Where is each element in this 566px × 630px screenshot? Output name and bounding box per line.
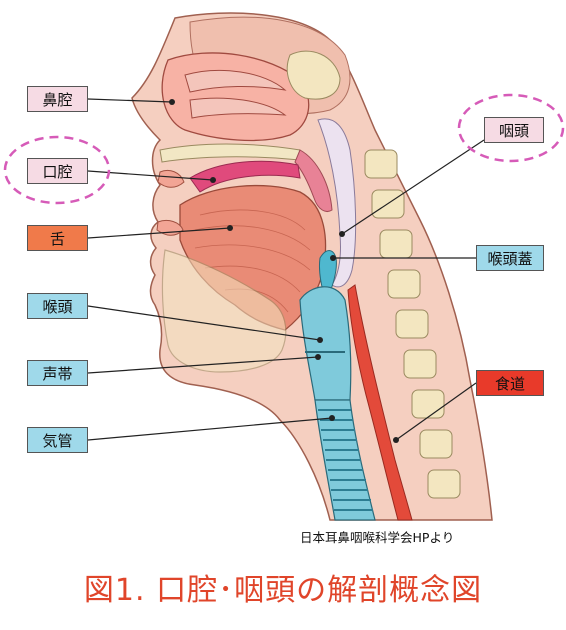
leader-tongue — [87, 227, 231, 239]
mandible — [161, 249, 287, 373]
oral-cavity-highlight — [3, 135, 111, 205]
label-oral-cavity: 口腔 — [27, 158, 88, 184]
larynx-shape — [299, 286, 352, 401]
nasal-turbinate-2 — [189, 97, 287, 119]
pharynx-passage — [317, 118, 357, 288]
pharynx-highlight — [457, 93, 565, 163]
tongue-muscle-fibres — [194, 209, 311, 313]
leader-vocal-cords — [87, 356, 319, 374]
label-vocal-cords: 声帯 — [27, 360, 88, 386]
oral-cavity-shape — [189, 160, 301, 193]
leader-lines — [87, 98, 485, 441]
esophagus-shape — [347, 284, 413, 521]
label-esophagus: 食道 — [476, 370, 544, 396]
label-nasal-cavity: 鼻腔 — [27, 86, 88, 112]
leader-nasal-cavity — [87, 98, 173, 103]
nasal-turbinate-1 — [184, 69, 287, 93]
cervical-spine — [364, 149, 461, 499]
leader-pharynx — [341, 139, 485, 235]
leader-larynx — [87, 305, 321, 341]
figure-caption: 図1. 口腔･咽頭の解剖概念図 — [83, 573, 483, 608]
label-pharynx: 咽頭 — [484, 117, 544, 143]
trachea-rings — [318, 409, 373, 511]
leader-esophagus — [395, 382, 477, 441]
leader-trachea — [87, 417, 333, 441]
label-trachea: 気管 — [27, 427, 88, 453]
label-epiglottis: 喉頭蓋 — [476, 245, 544, 271]
label-tongue: 舌 — [27, 225, 88, 251]
soft-palate — [294, 149, 333, 212]
upper-lip — [157, 169, 185, 188]
sphenoid-sinus — [286, 50, 341, 100]
leader-dots — [169, 99, 399, 443]
label-larynx: 喉頭 — [27, 293, 88, 319]
source-credit: 日本耳鼻咽喉科学会HPより — [300, 530, 455, 545]
